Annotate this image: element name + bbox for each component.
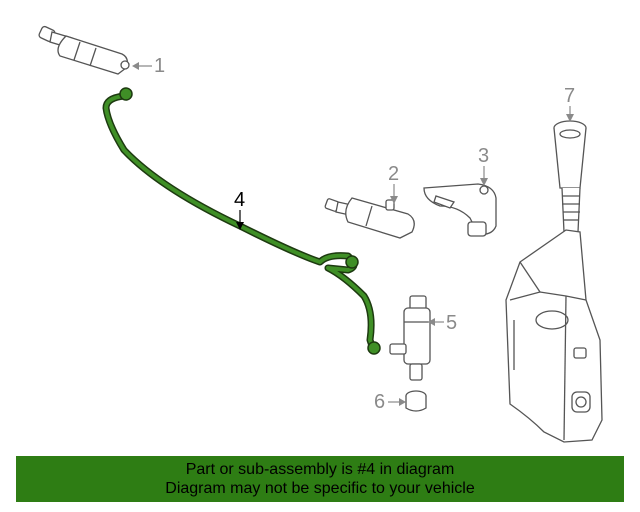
info-banner: Part or sub-assembly is #4 in diagram Di… xyxy=(16,456,624,502)
part-7-reservoir[interactable] xyxy=(505,120,603,443)
callout-label-7: 7 xyxy=(564,85,575,107)
part-5-washer-pump[interactable] xyxy=(389,295,431,381)
callout-label-6: 6 xyxy=(374,391,385,413)
part-4-washer-hose[interactable] xyxy=(102,87,381,355)
banner-line-1: Part or sub-assembly is #4 in diagram xyxy=(185,461,455,478)
part-6-grommet[interactable] xyxy=(405,390,427,412)
callout-5: 5 xyxy=(428,312,457,334)
part-2-nozzle[interactable] xyxy=(324,197,415,239)
callout-6: 6 xyxy=(374,391,406,413)
callout-label-5: 5 xyxy=(446,312,457,334)
part-3-bracket[interactable] xyxy=(423,183,497,237)
callout-label-2: 2 xyxy=(388,163,399,185)
callout-7: 7 xyxy=(564,85,575,122)
banner-line-2: Diagram may not be specific to your vehi… xyxy=(165,480,475,497)
callout-2: 2 xyxy=(388,163,399,204)
callout-label-4: 4 xyxy=(234,189,245,211)
callout-label-1: 1 xyxy=(154,55,165,77)
callout-1: 1 xyxy=(132,55,165,77)
part-1-nozzle[interactable] xyxy=(38,25,130,75)
callout-label-3: 3 xyxy=(478,145,489,167)
callout-3: 3 xyxy=(478,145,489,186)
callout-4: 4 xyxy=(234,189,245,230)
